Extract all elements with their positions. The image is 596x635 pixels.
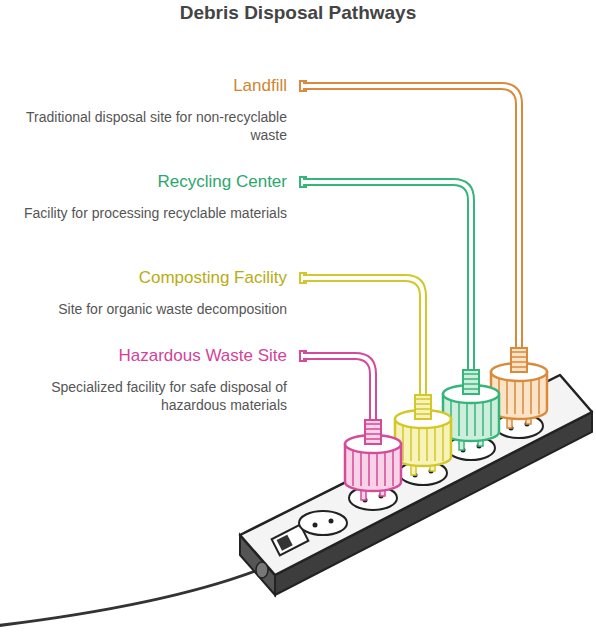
strip-top: [240, 375, 592, 575]
pathway-description: Facility for processing recyclable mater…: [3, 204, 287, 222]
pathway-label: Recycling CenterFacility for processing …: [3, 172, 287, 222]
plug-and-cable: [300, 81, 547, 428]
plug-and-cable: [300, 351, 401, 500]
pathway-description: Specialized facility for safe disposal o…: [3, 378, 287, 414]
pathway-label: LandfillTraditional disposal site for no…: [3, 76, 287, 144]
plug-and-cable: [300, 177, 499, 450]
pathway-label: Composting FacilitySite for organic wast…: [3, 268, 287, 318]
pathway-heading: Landfill: [3, 76, 287, 96]
diagram-title: Debris Disposal Pathways: [0, 2, 596, 24]
pathway-label: Hazardous Waste SiteSpecialized facility…: [3, 346, 287, 414]
pathway-heading: Composting Facility: [3, 268, 287, 288]
outlet-socket: [299, 511, 347, 535]
cord-grommet: [256, 562, 268, 578]
plug-and-cable: [300, 273, 451, 475]
pathway-description: Traditional disposal site for non-recycl…: [3, 108, 287, 144]
pathway-heading: Recycling Center: [3, 172, 287, 192]
power-cord: [0, 570, 258, 626]
pathway-description: Site for organic waste decomposition: [3, 300, 287, 318]
pathway-heading: Hazardous Waste Site: [3, 346, 287, 366]
